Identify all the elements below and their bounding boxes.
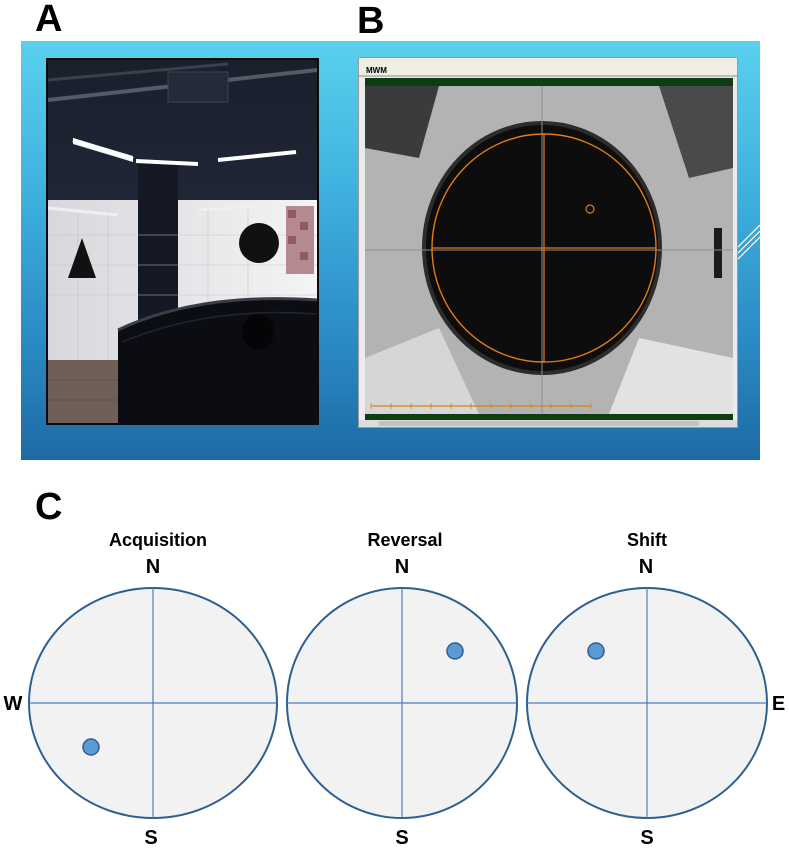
compass-north: N [145, 556, 161, 578]
panel-label-b: B [357, 0, 385, 42]
platform-marker [587, 642, 605, 660]
maze-title-acquisition: Acquisition [109, 530, 207, 550]
panel-label-a: A [35, 0, 63, 40]
platform-marker [82, 738, 100, 756]
decorative-lines [735, 224, 760, 263]
maze-room-photo [46, 58, 319, 425]
maze-acquisition [28, 587, 278, 819]
platform-marker [446, 642, 464, 660]
compass-west: W [3, 693, 23, 715]
maze-shift [526, 587, 768, 819]
panel-label-c: C [35, 486, 63, 528]
compass-south: S [640, 827, 654, 849]
maze-reversal [286, 587, 518, 819]
maze-title-reversal: Reversal [367, 530, 443, 550]
compass-north: N [394, 556, 410, 578]
compass-north: N [638, 556, 654, 578]
maze-title-shift: Shift [627, 530, 667, 550]
compass-south: S [395, 827, 409, 849]
compass-south: S [144, 827, 158, 849]
tracking-software-window [358, 57, 738, 428]
compass-east: E [771, 693, 786, 715]
window-title: MWM [366, 66, 387, 75]
